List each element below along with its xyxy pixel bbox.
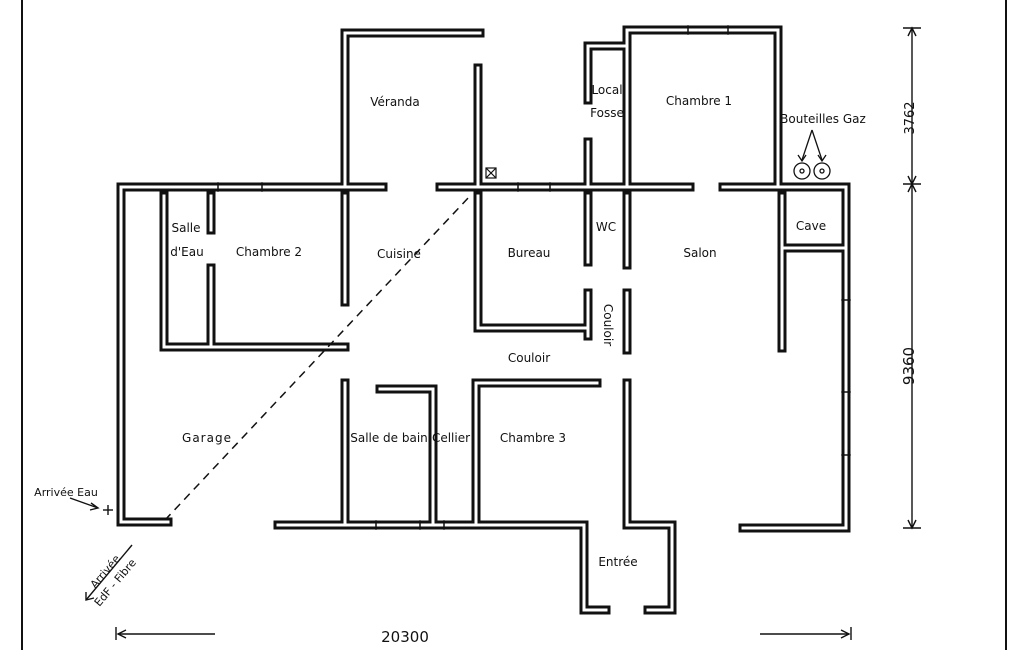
dimension-width: 20300 <box>381 628 429 646</box>
annotations: Arrivée Eau Arrivée EdF - Fibre <box>34 486 139 609</box>
dimension-labels: 20300 9360 3762 <box>381 101 918 646</box>
label-veranda: Véranda <box>370 95 420 109</box>
label-fosse: Fosse <box>590 106 624 120</box>
label-cave: Cave <box>796 219 826 233</box>
water-entry-icon <box>69 497 113 515</box>
label-wc: WC <box>596 220 616 234</box>
dimension-height-top: 3762 <box>903 101 918 134</box>
label-salon: Salon <box>683 246 716 260</box>
sheet-border <box>21 0 1007 650</box>
walls <box>116 25 851 615</box>
dashed-line <box>164 195 471 521</box>
dimension-lines <box>115 26 921 640</box>
label-chambre-3: Chambre 3 <box>500 431 566 445</box>
label-arrivee-eau: Arrivée Eau <box>34 486 98 499</box>
label-salle-de-bain: Salle de bain <box>350 431 428 445</box>
room-labels: Véranda Local Fosse Chambre 1 Bouteilles… <box>170 83 866 569</box>
marker-box-icon <box>485 167 497 179</box>
label-entree: Entrée <box>598 555 637 569</box>
gas-bottles-icon <box>793 129 831 180</box>
label-bouteilles-gaz: Bouteilles Gaz <box>780 112 866 126</box>
label-cuisine: Cuisine <box>377 247 421 261</box>
label-couloir-vertical: Couloir <box>601 304 615 346</box>
power-fiber-arrow-icon <box>85 544 133 601</box>
label-chambre-2: Chambre 2 <box>236 245 302 259</box>
label-chambre-1: Chambre 1 <box>666 94 732 108</box>
label-salle: Salle <box>171 221 200 235</box>
label-bureau: Bureau <box>508 246 551 260</box>
label-local: Local <box>591 83 622 97</box>
dimension-height-main: 9360 <box>900 347 918 385</box>
label-d-eau: d'Eau <box>170 245 203 259</box>
label-cellier: Cellier <box>432 431 470 445</box>
label-couloir: Couloir <box>508 351 550 365</box>
label-garage: Garage <box>182 431 232 445</box>
